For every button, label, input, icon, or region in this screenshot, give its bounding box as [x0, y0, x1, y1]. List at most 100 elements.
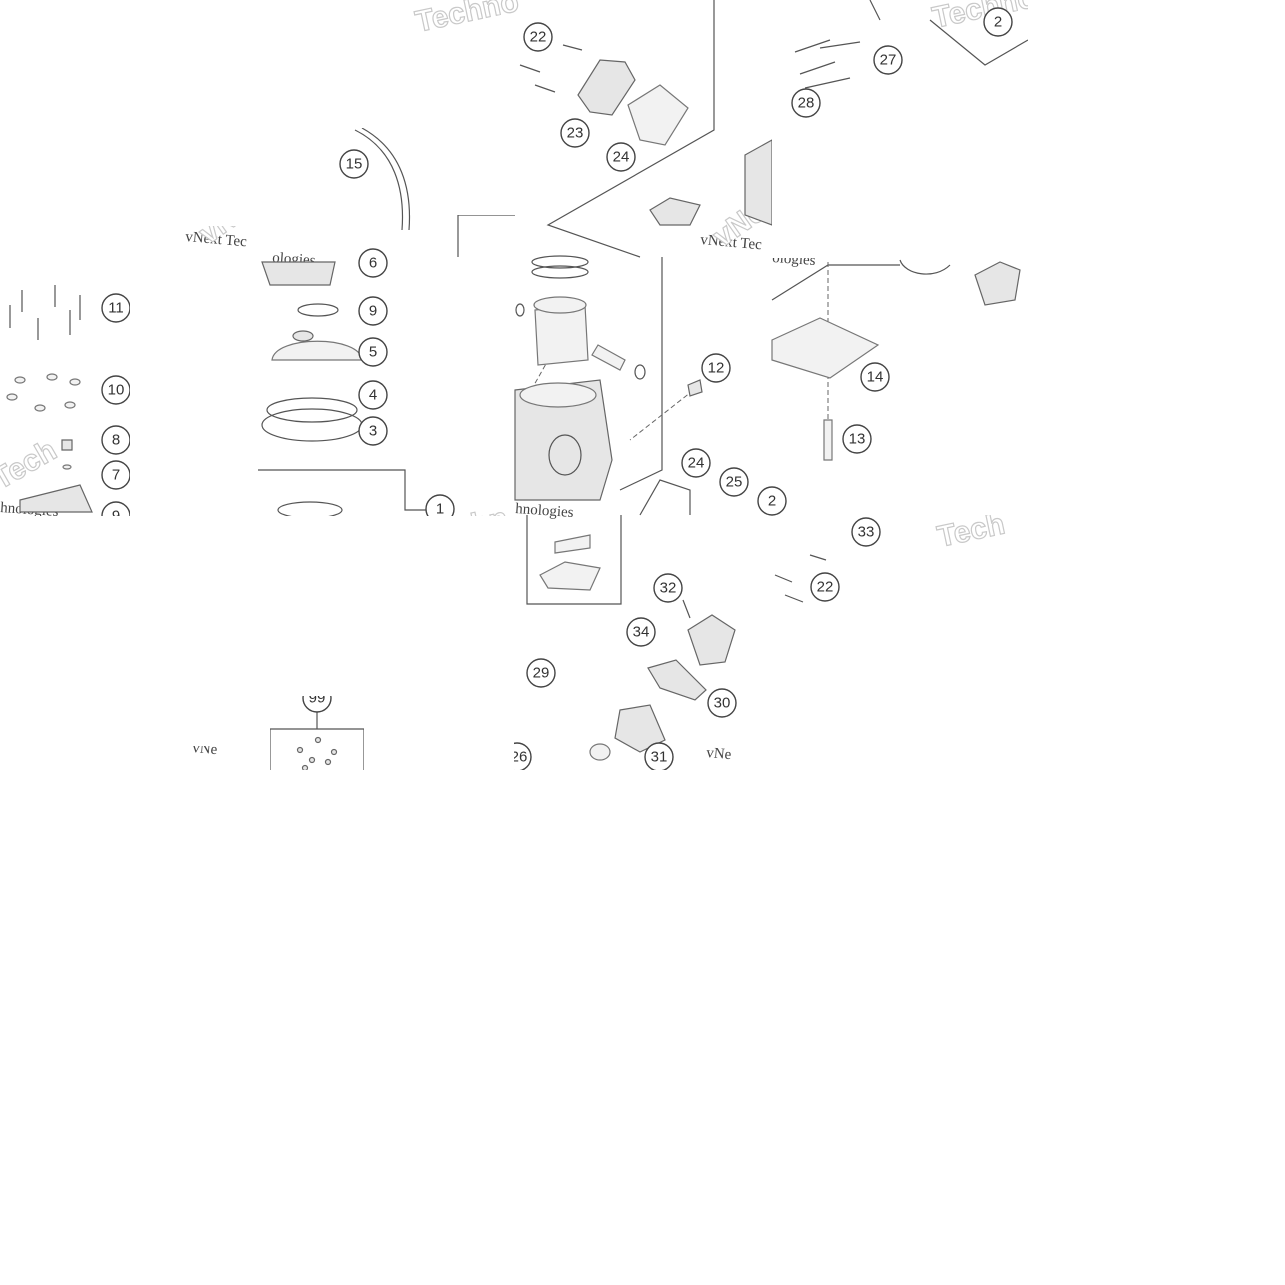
callouts: 22 23 24 2 27 28 15 6 9 5 4 3 1 11 10 8 … [101, 7, 1013, 772]
svg-text:2: 2 [768, 493, 776, 510]
gasket-part [277, 501, 343, 519]
flange-part [649, 197, 701, 226]
callout-31: 31 [644, 742, 674, 772]
watermark-text: Tech [0, 434, 62, 496]
head-cover-part [261, 261, 336, 286]
gasket-part [554, 534, 591, 554]
piston-ring-part [531, 265, 589, 279]
bolt-part [794, 39, 861, 89]
callout-5: 5 [358, 337, 388, 367]
nut-part [61, 439, 73, 451]
svg-text:3: 3 [369, 423, 377, 440]
callout-2: 2 [757, 486, 787, 516]
callout-23: 23 [560, 118, 590, 148]
svg-text:14: 14 [867, 369, 884, 386]
svg-text:23: 23 [567, 125, 584, 142]
svg-text:2: 2 [994, 14, 1002, 31]
svg-text:30: 30 [714, 695, 731, 712]
svg-text:33: 33 [858, 524, 875, 541]
clamp-part [589, 743, 611, 761]
oring-part [261, 408, 363, 442]
callout-22: 22 [523, 22, 553, 52]
bolt-part [682, 554, 827, 619]
watermark-text: hnologies [515, 501, 574, 521]
callout-12: 12 [701, 353, 731, 383]
gasket-part [639, 479, 691, 516]
cylinder-head-part [19, 484, 93, 513]
callout-29: 29 [526, 658, 556, 688]
washer-part [62, 464, 72, 470]
callout-28: 28 [791, 88, 821, 118]
callout-32: 32 [653, 573, 683, 603]
callout-13: 13 [842, 424, 872, 454]
svg-text:22: 22 [530, 29, 547, 46]
callout-27: 27 [873, 45, 903, 75]
bolt-part [519, 44, 583, 93]
callout-7: 7 [101, 460, 131, 490]
callout-6: 6 [358, 248, 388, 278]
watermark-text: vNext Tec [185, 229, 248, 250]
bolt-part [9, 285, 81, 340]
callout-11: 11 [101, 293, 131, 323]
callout-24: 24 [681, 448, 711, 478]
svg-text:27: 27 [880, 52, 897, 69]
washer-part [14, 376, 26, 384]
callout-2: 2 [983, 7, 1013, 37]
clip-part [634, 364, 646, 380]
callout-4: 4 [358, 380, 388, 410]
callout-3: 3 [358, 416, 388, 446]
callout-34: 34 [626, 617, 656, 647]
svg-text:7: 7 [112, 467, 120, 484]
piston-pin-part [591, 344, 626, 371]
watermark-text: Techno [413, 0, 522, 39]
svg-text:15: 15 [346, 156, 363, 173]
svg-text:1: 1 [436, 501, 444, 518]
callout-10: 10 [101, 375, 131, 405]
svg-text:34: 34 [633, 624, 650, 641]
gasket-part [771, 317, 880, 379]
reed-valve-part [687, 614, 736, 666]
seal-part [271, 340, 363, 361]
svg-text:28: 28 [798, 95, 815, 112]
nut-part [687, 379, 703, 397]
svg-text:4: 4 [369, 387, 377, 404]
callout-15: 15 [339, 149, 369, 179]
callout-25: 25 [719, 467, 749, 497]
oring-part [297, 303, 339, 317]
svg-text:6: 6 [369, 255, 377, 272]
piston-ring-part [531, 255, 589, 269]
svg-text:29: 29 [533, 665, 550, 682]
svg-text:24: 24 [688, 455, 705, 472]
svg-text:25: 25 [726, 474, 743, 491]
cylinder-part [514, 379, 613, 501]
svg-text:24: 24 [613, 149, 630, 166]
callout-22: 22 [810, 572, 840, 602]
watermark-text: vNe [706, 745, 733, 763]
svg-text:11: 11 [108, 300, 124, 317]
intake-part [647, 659, 707, 701]
svg-text:22: 22 [817, 579, 834, 596]
oring-part [266, 397, 358, 423]
svg-text:5: 5 [369, 344, 377, 361]
gasket-part [627, 84, 689, 146]
callout-24: 24 [606, 142, 636, 172]
cover-part [577, 59, 636, 116]
svg-text:32: 32 [660, 580, 677, 597]
piston-part [534, 304, 589, 366]
stud-part [823, 419, 833, 461]
callout-14: 14 [860, 362, 890, 392]
svg-text:10: 10 [108, 382, 125, 399]
parts [6, 39, 1021, 772]
svg-text:9: 9 [369, 303, 377, 320]
callout-8: 8 [101, 425, 131, 455]
callout-9: 9 [358, 296, 388, 326]
clip-part [515, 303, 525, 317]
gasket-part [539, 561, 601, 591]
cylinder-head-part [744, 138, 773, 226]
svg-text:13: 13 [849, 431, 866, 448]
svg-text:31: 31 [651, 749, 668, 766]
callout-33: 33 [851, 517, 881, 547]
callout-30: 30 [707, 688, 737, 718]
